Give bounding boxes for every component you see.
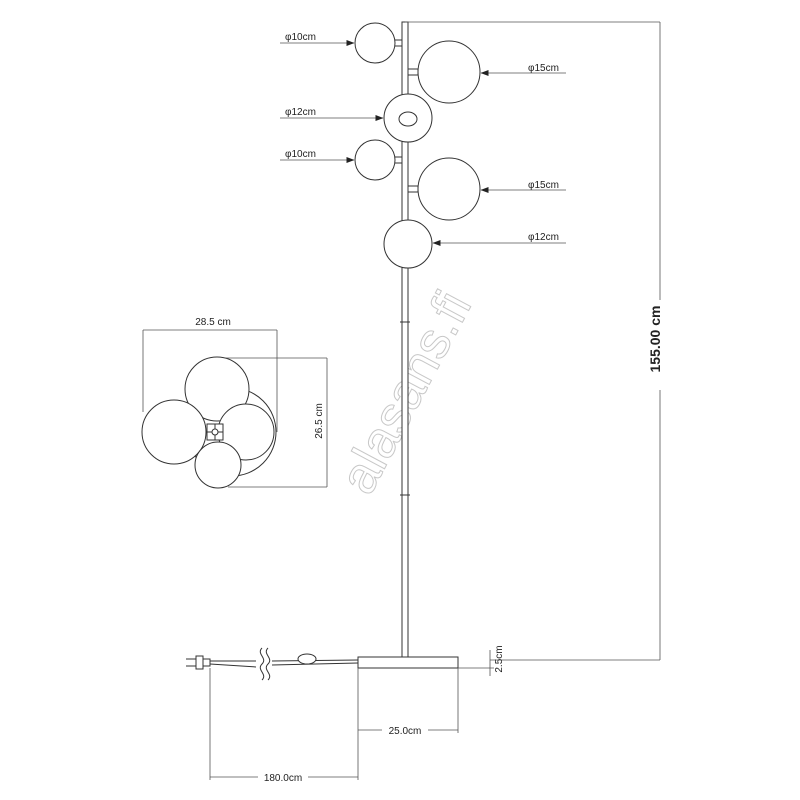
globe-3 bbox=[383, 93, 433, 143]
height-label-bg bbox=[652, 300, 668, 390]
cable-break-mark bbox=[259, 647, 265, 681]
total-height-label: 155.00 cm bbox=[647, 306, 663, 373]
top-width-label: 28.5 cm bbox=[195, 317, 231, 328]
globe-6-label: φ12cm bbox=[528, 232, 559, 243]
top-globe-bottom bbox=[194, 441, 242, 489]
globe-5-label: φ15cm bbox=[528, 180, 559, 191]
globe-1-label: φ10cm bbox=[285, 32, 316, 43]
globe-connector bbox=[407, 68, 419, 76]
base-height-label: 2.5cm bbox=[494, 645, 505, 672]
globe-3-mount bbox=[398, 111, 418, 127]
cable-line bbox=[271, 662, 359, 666]
plug-neck bbox=[202, 658, 211, 667]
globe-2-label: φ15cm bbox=[528, 63, 559, 74]
globe-4-label: φ10cm bbox=[285, 149, 316, 160]
globe-1 bbox=[354, 22, 396, 64]
base-width-label: 25.0cm bbox=[389, 726, 422, 737]
lamp-base bbox=[357, 656, 459, 669]
cable-line bbox=[209, 663, 257, 668]
globe-4 bbox=[354, 139, 396, 181]
globe-2 bbox=[417, 40, 481, 104]
globe-5 bbox=[417, 157, 481, 221]
power-cable bbox=[186, 647, 359, 681]
top-globe-left bbox=[141, 399, 207, 465]
switch-icon bbox=[297, 653, 317, 665]
top-view: 28.5 cm 26.5 cm bbox=[141, 317, 328, 489]
globe-connector bbox=[407, 185, 419, 193]
top-hub-center bbox=[211, 428, 219, 436]
plug-icon bbox=[195, 655, 204, 670]
cable-length-label: 180.0cm bbox=[264, 773, 302, 784]
globe-6 bbox=[383, 219, 433, 269]
globe-3-label: φ12cm bbox=[285, 107, 316, 118]
side-view: φ10cm φ15cm φ12cm φ10cm φ15cm φ12cm 155.… bbox=[186, 21, 668, 784]
top-depth-label: 26.5 cm bbox=[314, 403, 325, 439]
cable-break-mark bbox=[265, 647, 271, 681]
top-globe-top bbox=[184, 356, 250, 422]
